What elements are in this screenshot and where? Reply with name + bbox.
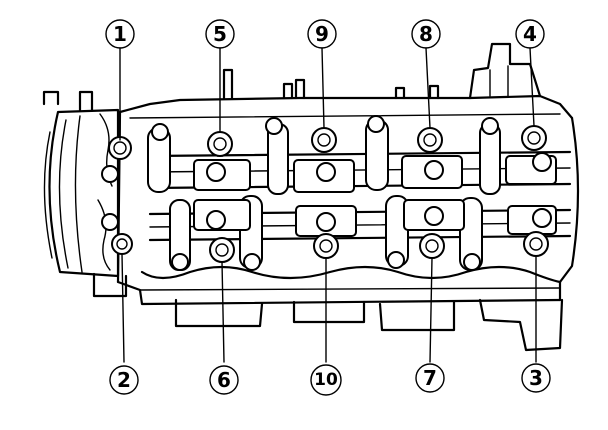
- cylinder-head-drawing: [42, 42, 580, 363]
- bolt-8: [417, 127, 443, 153]
- callout-10: 10: [310, 364, 342, 396]
- callout-5: 5: [205, 19, 235, 49]
- bolt-9: [311, 127, 337, 153]
- bolt-4: [521, 125, 547, 151]
- callout-9: 9: [307, 19, 337, 49]
- bolt-6: [209, 237, 235, 263]
- callout-1: 1: [105, 19, 135, 49]
- callout-label-4: 4: [523, 22, 537, 46]
- plug-holes: [101, 115, 552, 271]
- callout-8: 8: [411, 19, 441, 49]
- callout-label-2: 2: [117, 368, 131, 392]
- callout-7: 7: [415, 363, 445, 393]
- callout-2: 2: [109, 365, 139, 395]
- callout-4: 4: [515, 19, 545, 49]
- rear-bracket: [222, 42, 542, 100]
- head-bolts: [108, 125, 549, 263]
- callout-label-6: 6: [217, 368, 231, 392]
- bolt-10: [313, 233, 339, 259]
- callout-label-3: 3: [529, 366, 543, 390]
- callout-6: 6: [209, 365, 239, 395]
- timing-cover: [42, 90, 128, 298]
- bolt-5: [207, 131, 233, 157]
- bolt-7: [419, 233, 445, 259]
- callout-label-7: 7: [423, 366, 437, 390]
- callout-label-1: 1: [113, 22, 127, 46]
- callout-label-10: 10: [314, 370, 338, 390]
- callout-label-5: 5: [213, 22, 227, 46]
- callout-3: 3: [521, 363, 551, 393]
- bolt-2: [111, 233, 133, 255]
- callout-label-8: 8: [419, 22, 433, 46]
- callout-label-9: 9: [315, 22, 329, 46]
- bolt-3: [523, 231, 549, 257]
- leader-lines: [119, 47, 537, 363]
